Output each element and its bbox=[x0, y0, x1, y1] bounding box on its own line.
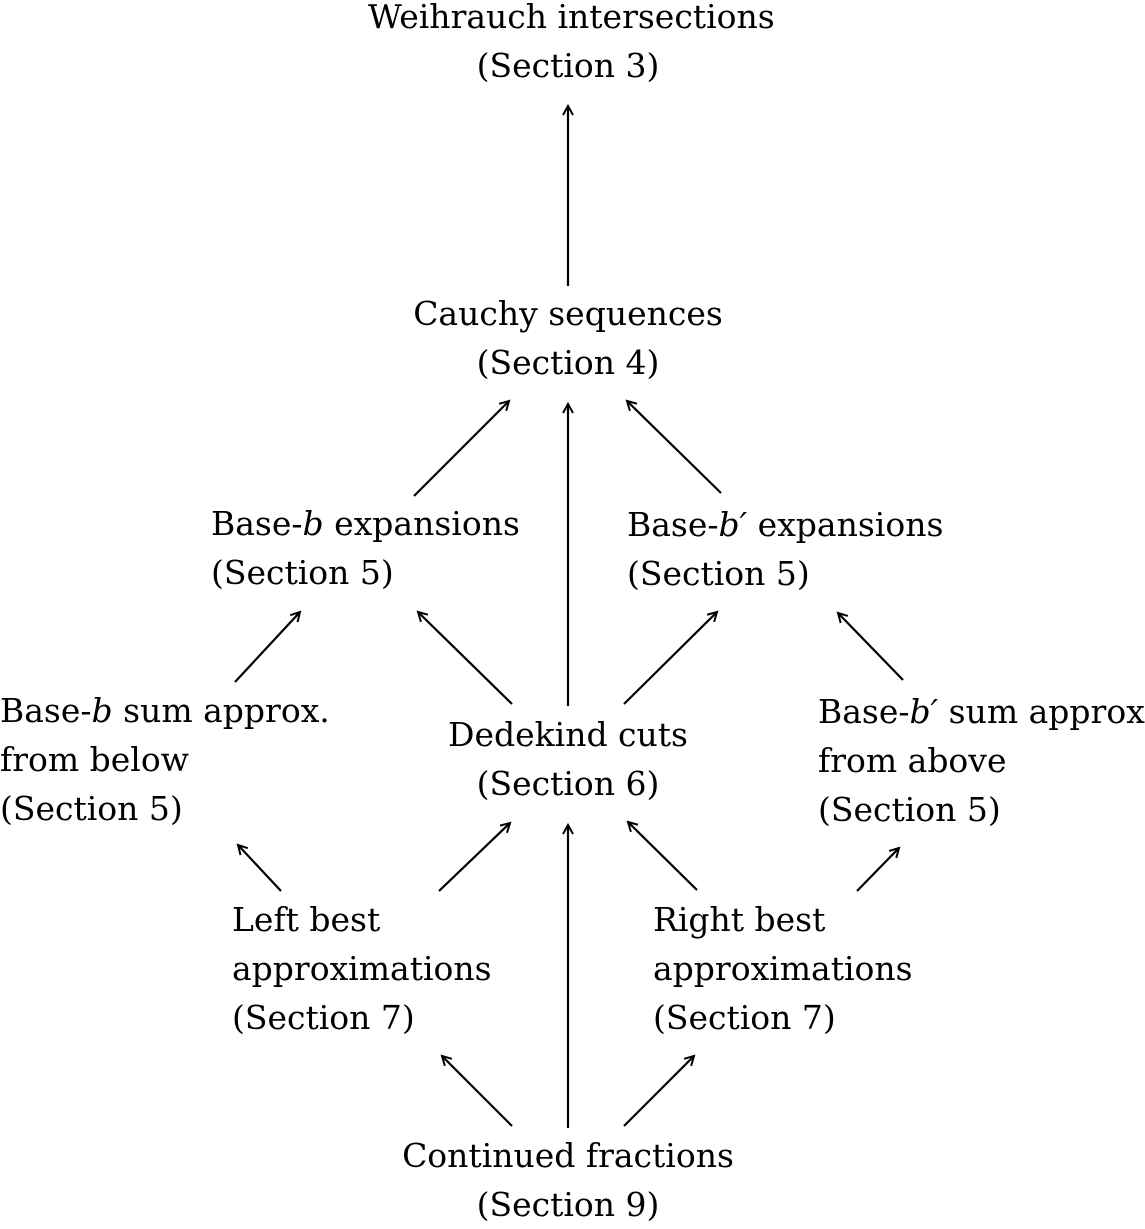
node-base-b-prime-sum-approx-above: Base-b′ sum approx. from above (Section … bbox=[818, 687, 1145, 834]
node-subtitle: from below bbox=[0, 740, 189, 779]
node-subtitle: from above bbox=[818, 741, 1007, 780]
node-title: Base-b sum approx. bbox=[0, 686, 330, 735]
node-title: Weihrauch intersections bbox=[368, 0, 775, 36]
node-section: (Section 5) bbox=[0, 789, 183, 828]
node-section: (Section 9) bbox=[476, 1185, 660, 1224]
node-title: Dedekind cuts bbox=[448, 715, 688, 754]
node-section: (Section 5) bbox=[211, 553, 394, 592]
edge-continued-to-left-best bbox=[442, 1056, 513, 1127]
node-section: (Section 5) bbox=[818, 790, 1001, 829]
edge-left-best-to-dedekind bbox=[438, 823, 510, 892]
node-title: Right best bbox=[653, 900, 826, 939]
edge-base-b-sum-to-base-b bbox=[234, 612, 300, 683]
node-title: Continued fractions bbox=[402, 1136, 734, 1175]
node-section: (Section 4) bbox=[476, 343, 660, 382]
node-weihrauch-intersections: Weihrauch intersections (Section 3) bbox=[368, 0, 775, 90]
edge-base-b-prime-sum-to-base-b-prime bbox=[838, 613, 904, 681]
edge-dedekind-to-base-b-prime bbox=[623, 612, 717, 705]
title-suffix: sum approx. bbox=[112, 691, 330, 730]
node-right-best-approximations: Right best approximations (Section 7) bbox=[653, 895, 913, 1042]
title-suffix: expansions bbox=[747, 505, 944, 544]
variable-b-prime: b′ bbox=[718, 505, 748, 544]
node-section: (Section 6) bbox=[476, 764, 660, 803]
title-suffix: sum approx. bbox=[938, 692, 1145, 731]
node-section: (Section 7) bbox=[232, 998, 415, 1037]
title-prefix: Base- bbox=[211, 504, 303, 543]
node-cauchy-sequences: Cauchy sequences (Section 4) bbox=[403, 289, 733, 387]
variable-b: b bbox=[91, 691, 113, 730]
node-base-b-expansions: Base-b expansions (Section 5) bbox=[211, 499, 520, 597]
title-suffix: expansions bbox=[323, 504, 520, 543]
node-title: Left best bbox=[232, 900, 381, 939]
node-subtitle: approximations bbox=[232, 949, 492, 988]
edge-dedekind-to-base-b bbox=[418, 612, 513, 705]
node-dedekind-cuts: Dedekind cuts (Section 6) bbox=[418, 710, 718, 808]
edge-base-b-to-cauchy bbox=[413, 401, 509, 497]
title-prefix: Base- bbox=[0, 691, 92, 730]
node-title: Cauchy sequences bbox=[413, 294, 723, 333]
node-section: (Section 5) bbox=[627, 554, 810, 593]
variable-b: b bbox=[302, 504, 324, 543]
node-title: Base-b′ sum approx. bbox=[818, 687, 1145, 736]
edge-continued-to-right-best bbox=[623, 1056, 694, 1127]
node-section: (Section 7) bbox=[653, 998, 836, 1037]
edge-right-best-to-base-b-prime-sum bbox=[856, 848, 899, 892]
node-base-b-prime-expansions: Base-b′ expansions (Section 5) bbox=[627, 500, 943, 598]
node-continued-fractions: Continued fractions (Section 9) bbox=[388, 1131, 748, 1229]
edge-right-best-to-dedekind bbox=[628, 822, 698, 891]
edge-base-b-prime-to-cauchy bbox=[627, 401, 722, 494]
edge-left-best-to-base-b-sum bbox=[238, 845, 282, 892]
node-base-b-sum-approx-below: Base-b sum approx. from below (Section 5… bbox=[0, 686, 330, 833]
node-title: Base-b expansions bbox=[211, 499, 520, 548]
node-section: (Section 3) bbox=[476, 46, 660, 85]
node-title: Base-b′ expansions bbox=[627, 500, 943, 549]
node-subtitle: approximations bbox=[653, 949, 913, 988]
title-prefix: Base- bbox=[818, 692, 910, 731]
variable-b-prime: b′ bbox=[909, 692, 939, 731]
node-left-best-approximations: Left best approximations (Section 7) bbox=[232, 895, 492, 1042]
title-prefix: Base- bbox=[627, 505, 719, 544]
